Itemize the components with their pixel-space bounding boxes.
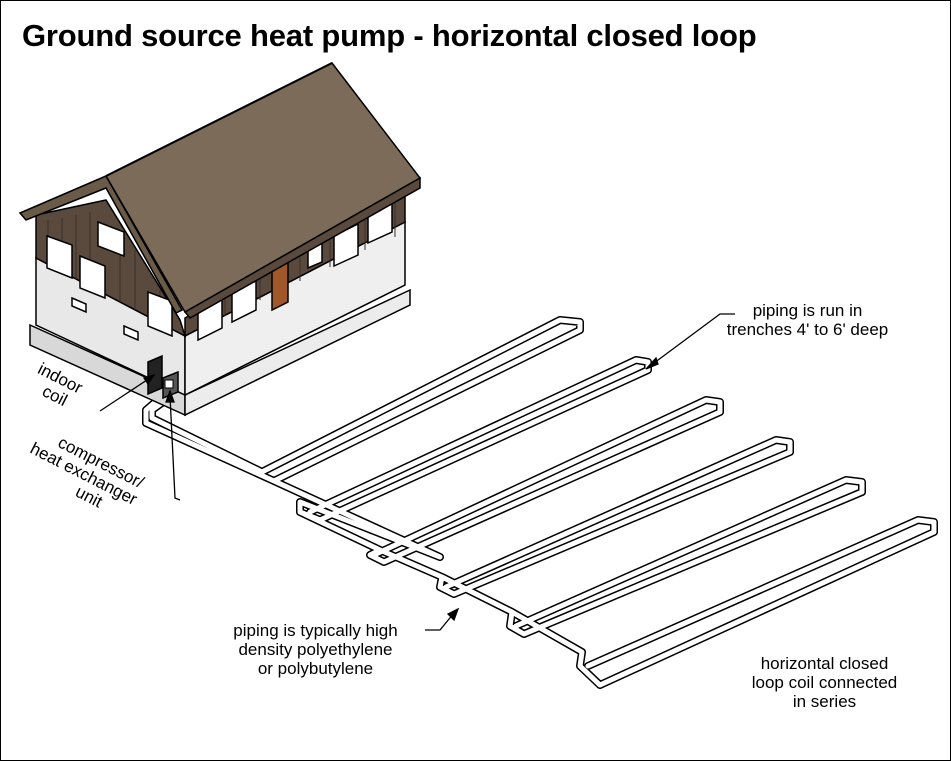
label-line: or polybutylene — [257, 659, 374, 678]
label-line: loop coil connected — [751, 673, 898, 692]
horizontal-loop-coil — [142, 316, 938, 689]
window — [79, 254, 106, 300]
label-line: density polyethylene — [238, 640, 393, 659]
label-pipe-material: piping is typically high density polyeth… — [208, 621, 423, 678]
label-series-loop: horizontal closed loop coil connected in… — [722, 654, 927, 711]
house — [18, 62, 422, 417]
leader-lines — [99, 313, 735, 631]
label-line: piping is run in — [752, 301, 863, 320]
label-trench-depth: piping is run in trenches 4' to 6' deep — [700, 301, 915, 339]
house-foundation-front — [184, 288, 411, 417]
window — [46, 234, 73, 280]
label-line: in series — [792, 692, 857, 711]
indoor-coil-unit — [147, 354, 163, 396]
page-title: Ground source heat pump - horizontal clo… — [22, 18, 757, 53]
label-line: piping is typically high — [233, 621, 398, 640]
label-line: trenches 4' to 6' deep — [726, 320, 889, 339]
window — [97, 220, 125, 258]
label-line: horizontal closed — [760, 654, 889, 673]
window — [147, 290, 173, 338]
